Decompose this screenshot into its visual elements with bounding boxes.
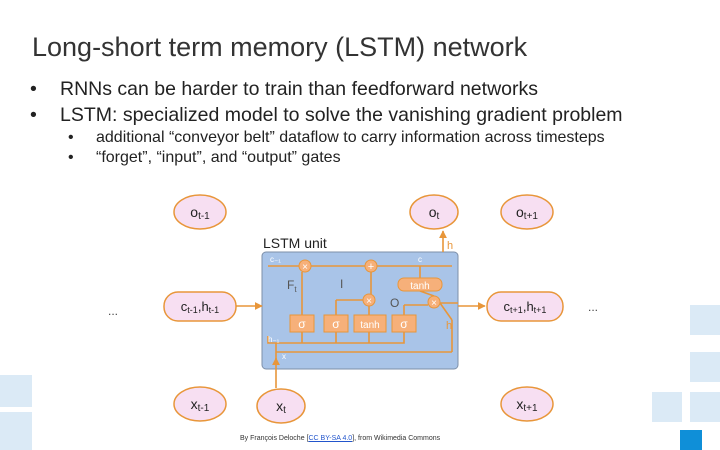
link-tanh-out — [419, 290, 435, 297]
image-credit: By François Deloche [CC BY-SA 4.0], from… — [240, 435, 440, 442]
plus-icon: + — [368, 261, 374, 273]
c-out-label: c — [418, 255, 422, 264]
node-o-prev-label: ot-1 — [190, 204, 210, 222]
sigma-gate-output — [391, 314, 417, 333]
decor-square — [690, 305, 720, 335]
x-in-label: x — [282, 352, 286, 361]
subbullet-item: • “forget”, “input”, and “output” gates — [30, 148, 623, 168]
mult-op-output — [427, 295, 441, 309]
forget-gate-label: Ft — [287, 278, 297, 294]
output-gate-label: O — [390, 296, 399, 310]
sigma-gate-input — [323, 314, 349, 333]
node-o-curr — [409, 194, 459, 230]
mult-op-forget — [298, 259, 312, 273]
decor-square — [652, 392, 682, 422]
mult-icon: × — [431, 298, 437, 309]
decor-square-accent — [680, 430, 702, 450]
input-gate-label: I — [340, 277, 343, 291]
node-o-curr-label: ot — [429, 204, 440, 222]
c-prev-label: c₋₁ — [270, 255, 281, 264]
pointwise-ops: × + × × — [298, 259, 441, 309]
node-state-next-label: ct+1,ht+1 — [504, 299, 547, 315]
sigma-label: σ — [298, 317, 306, 331]
subbullet-text: “forget”, “input”, and “output” gates — [96, 149, 341, 166]
ellipsis-left: ... — [108, 304, 118, 318]
decor-square — [0, 375, 32, 407]
add-op — [364, 259, 378, 273]
mult-op-input — [362, 293, 376, 307]
node-o-next — [500, 194, 554, 230]
mult-icon: × — [302, 262, 308, 273]
node-x-curr — [256, 388, 306, 424]
bullet-glyph: • — [30, 78, 37, 100]
mult-icon: × — [366, 296, 372, 307]
tanh-label: tanh — [360, 320, 379, 331]
credit-suffix: ], from Wikimedia Commons — [352, 435, 441, 442]
credit-prefix: By François Deloche [ — [240, 435, 309, 442]
sigma-gate-forget — [289, 314, 315, 333]
sigma-label: σ — [332, 317, 340, 331]
license-link[interactable]: CC BY-SA 4.0 — [308, 435, 353, 442]
bullet-glyph: • — [68, 149, 74, 166]
h-right-label: h — [446, 320, 452, 332]
decor-square — [690, 392, 720, 422]
subbullet-item: • additional “conveyor belt” dataflow to … — [30, 128, 623, 148]
subbullet-text: additional “conveyor belt” dataflow to c… — [96, 129, 605, 146]
sigma-label: σ — [400, 317, 408, 331]
bullet-item: • RNNs can be harder to train than feedfo… — [30, 76, 623, 102]
node-o-next-label: ot+1 — [516, 204, 538, 222]
bullet-glyph: • — [30, 104, 37, 126]
node-x-next-label: xt+1 — [516, 396, 538, 414]
bullet-glyph: • — [68, 129, 74, 146]
outer-nodes: ot-1 ot ot+1 ct-1,ht-1 ct+1,ht+1 xt-1 xt… — [163, 194, 564, 424]
node-x-next — [500, 386, 554, 422]
node-state-prev — [163, 291, 237, 322]
bullet-item: • LSTM: specialized model to solve the va… — [30, 102, 623, 128]
gates: σ σ tanh σ tanh — [289, 277, 443, 333]
tanh-gate — [353, 314, 387, 333]
node-state-next — [486, 291, 564, 322]
lstm-unit-label: LSTM unit — [263, 235, 327, 251]
node-o-prev — [173, 194, 227, 230]
h-top-label: h — [447, 240, 453, 252]
decor-square — [0, 412, 32, 450]
bullet-list: • RNNs can be harder to train than feedfo… — [30, 76, 623, 168]
inner-labels: c₋₁ c Ft I O h₋₁ x h h — [268, 240, 453, 361]
link-out-h — [439, 302, 453, 321]
node-x-curr-label: xt — [276, 398, 286, 416]
node-state-prev-label: ct-1,ht-1 — [181, 299, 219, 315]
connections — [236, 230, 486, 388]
node-x-prev — [173, 386, 227, 422]
slide-title: Long-short term memory (LSTM) network — [32, 32, 528, 62]
tanh-label: tanh — [410, 281, 429, 292]
ellipsis-right: ... — [588, 300, 598, 314]
decor-square — [690, 352, 720, 382]
bullet-text: RNNs can be harder to train than feedfor… — [60, 78, 538, 100]
tanh-cell-box — [397, 277, 443, 292]
h-prev-label: h₋₁ — [268, 335, 280, 344]
bullet-text: LSTM: specialized model to solve the van… — [60, 104, 623, 126]
node-x-prev-label: xt-1 — [191, 396, 210, 414]
